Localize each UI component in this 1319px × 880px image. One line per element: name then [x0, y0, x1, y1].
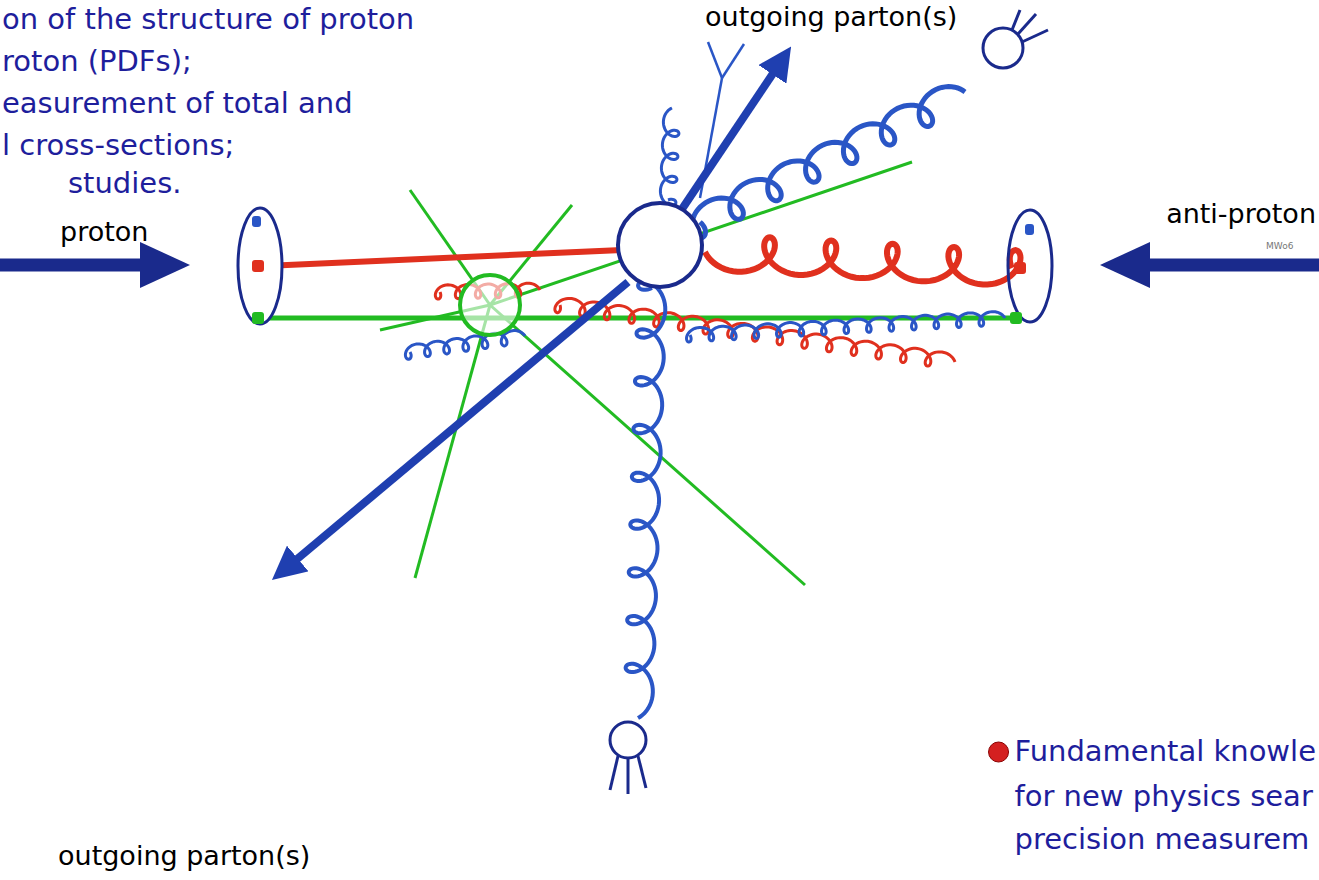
parton-label: outgoing parton(s) [58, 840, 310, 871]
proton-beam-head [140, 242, 190, 288]
quark-dot [1025, 224, 1034, 235]
text-line: l cross-sections; [2, 129, 234, 162]
quark-dot [1010, 312, 1022, 324]
quark-line [265, 250, 622, 266]
gluon-coil [692, 87, 965, 238]
proton-ellipse [238, 208, 282, 324]
hard-scatter-vertex [618, 203, 702, 287]
text-line: for new physics sear [1015, 780, 1313, 813]
watermark: MWo6 [1266, 241, 1293, 251]
antiproton-beam-head [1100, 242, 1150, 288]
text-line: Fundamental knowle [1015, 735, 1316, 768]
proton-beam-arrow [0, 259, 148, 272]
jet-symbol [610, 722, 646, 794]
quark-dot [252, 216, 261, 227]
gluon-coil [405, 331, 525, 360]
bullet-point [989, 742, 1009, 762]
quark-dot [252, 312, 264, 324]
particle-label: anti-proton [1166, 198, 1316, 229]
particle-label: proton [60, 216, 148, 247]
quark-dot [1014, 262, 1026, 274]
text-line: easurement of total and [2, 87, 353, 120]
text-line: precision measurem [1015, 823, 1310, 856]
text-line: studies. [68, 167, 182, 200]
text-line: roton (PDFs); [2, 45, 192, 78]
antiproton-ellipse [1008, 210, 1052, 322]
underlying-event-vertex [460, 275, 520, 335]
gluon-coil [626, 282, 666, 718]
text-line: on of the structure of proton [2, 3, 414, 36]
gluon-coil [660, 108, 678, 205]
parton-label: outgoing parton(s) [705, 1, 957, 32]
antiproton-beam-arrow [1142, 259, 1319, 272]
gluon-coil [687, 312, 1005, 342]
outgoing-arrow [680, 66, 778, 212]
quark-dot [252, 260, 264, 272]
outgoing-arrow [290, 282, 628, 565]
jet-symbol [983, 10, 1048, 68]
gluon-coil [705, 237, 1021, 284]
